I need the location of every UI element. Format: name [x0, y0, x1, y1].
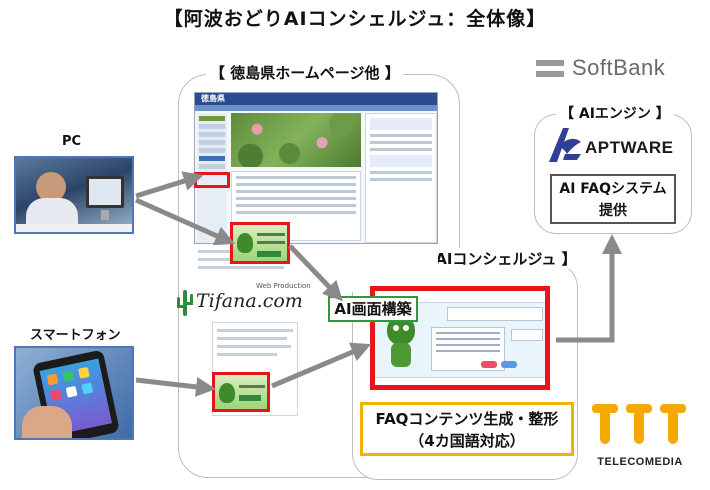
- cactus-icon: [177, 290, 193, 316]
- mascot-small-icon: [219, 383, 235, 403]
- hand-icon: [22, 406, 72, 438]
- faq-line1: FAQコンテンツ生成・整形: [375, 410, 559, 428]
- pc-entry-highlight: [194, 172, 230, 188]
- chat-bubble-right: [511, 329, 543, 341]
- faq-line2: （4カ国語対応）: [409, 432, 525, 450]
- prefecture-site-label: 【 徳島県ホームページ他 】: [206, 62, 404, 83]
- chat-bubble-top: [447, 307, 543, 321]
- ai-ui-build-label: AI画面構築: [328, 296, 418, 322]
- chat-choice-button-blue: [501, 361, 517, 368]
- faq-content-label: FAQコンテンツ生成・整形 （4カ国語対応）: [360, 402, 574, 456]
- concierge-chat-screen: [370, 286, 550, 390]
- diagram-title: 【阿波おどりAIコンシェルジュ：全体像】: [163, 8, 547, 30]
- chat-mascot-icon: [383, 315, 419, 369]
- telecomedia-logo: TELECOMEDIA: [584, 398, 696, 478]
- website-lotus-banner: [231, 113, 361, 167]
- mascot-icon: [237, 233, 253, 253]
- pc-monitor-icon: [86, 176, 124, 208]
- ai-faq-line2: 提供: [599, 203, 627, 219]
- smartphone-photo: [14, 346, 134, 440]
- chat-choice-button-red: [481, 361, 497, 368]
- softbank-name: SoftBank: [572, 55, 666, 80]
- telecomedia-name: TELECOMEDIA: [597, 456, 683, 468]
- aptware-name: APTWARE: [585, 138, 674, 157]
- smartphone-label: スマートフォン: [30, 328, 121, 343]
- ai-engine-label: 【 AIエンジン 】: [556, 103, 674, 123]
- tifana-name: Tifana.com: [196, 290, 303, 312]
- pc-label: PC: [62, 134, 82, 149]
- aptware-emblem-icon: [549, 128, 581, 162]
- website-name: 徳島県: [201, 94, 225, 103]
- tifana-tag: Web Production: [256, 282, 311, 290]
- tifana-logo: Tifana.com Web Production: [176, 282, 326, 322]
- pc-user-icon: [36, 172, 66, 202]
- ai-faq-line1: AI FAQシステム: [559, 181, 667, 197]
- ai-faq-system-box: AI FAQシステム 提供: [550, 174, 676, 224]
- chat-input-bar: [375, 377, 545, 385]
- chat-bubble-answer: [431, 327, 505, 371]
- aptware-logo: APTWARE: [545, 124, 685, 168]
- pc-concierge-banner: [230, 222, 290, 264]
- smartphone-concierge-banner: [212, 372, 270, 412]
- softbank-bars-icon: [536, 60, 564, 78]
- softbank-logo: SoftBank: [536, 54, 686, 84]
- telecomedia-emblem-icon: [592, 404, 686, 444]
- pc-photo: [14, 156, 134, 234]
- website-right-column: [365, 113, 437, 243]
